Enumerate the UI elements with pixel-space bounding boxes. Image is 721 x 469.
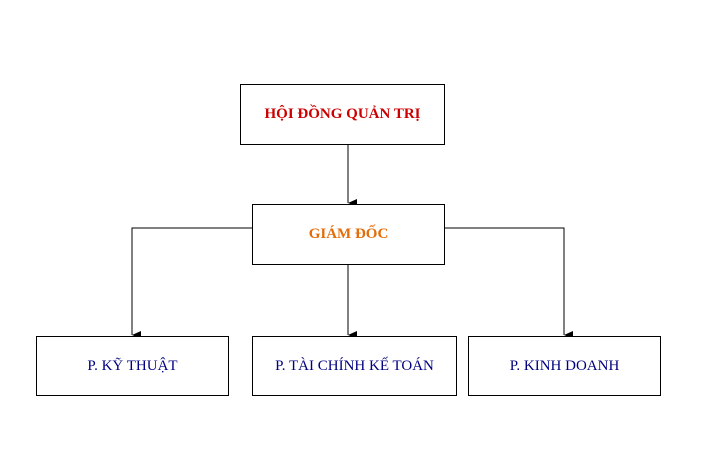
technical-department-label: P. KỸ THUẬT [87, 357, 178, 374]
finance-accounting-department-box: P. TÀI CHÍNH KẾ TOÁN [252, 336, 457, 396]
board-of-directors-label: HỘI ĐỒNG QUẢN TRỊ [264, 106, 421, 122]
technical-department-box: P. KỸ THUẬT [36, 336, 229, 396]
business-department-label: P. KINH DOANH [509, 357, 620, 374]
director-box: GIÁM ĐỐC [252, 204, 445, 265]
board-of-directors-box: HỘI ĐỒNG QUẢN TRỊ [240, 84, 445, 145]
business-department-box: P. KINH DOANH [468, 336, 661, 396]
connector-director-to-business [445, 227, 573, 339]
finance-accounting-department-label: P. TÀI CHÍNH KẾ TOÁN [275, 357, 434, 374]
connector-director-to-technical [131, 227, 252, 339]
director-label: GIÁM ĐỐC [308, 226, 389, 242]
